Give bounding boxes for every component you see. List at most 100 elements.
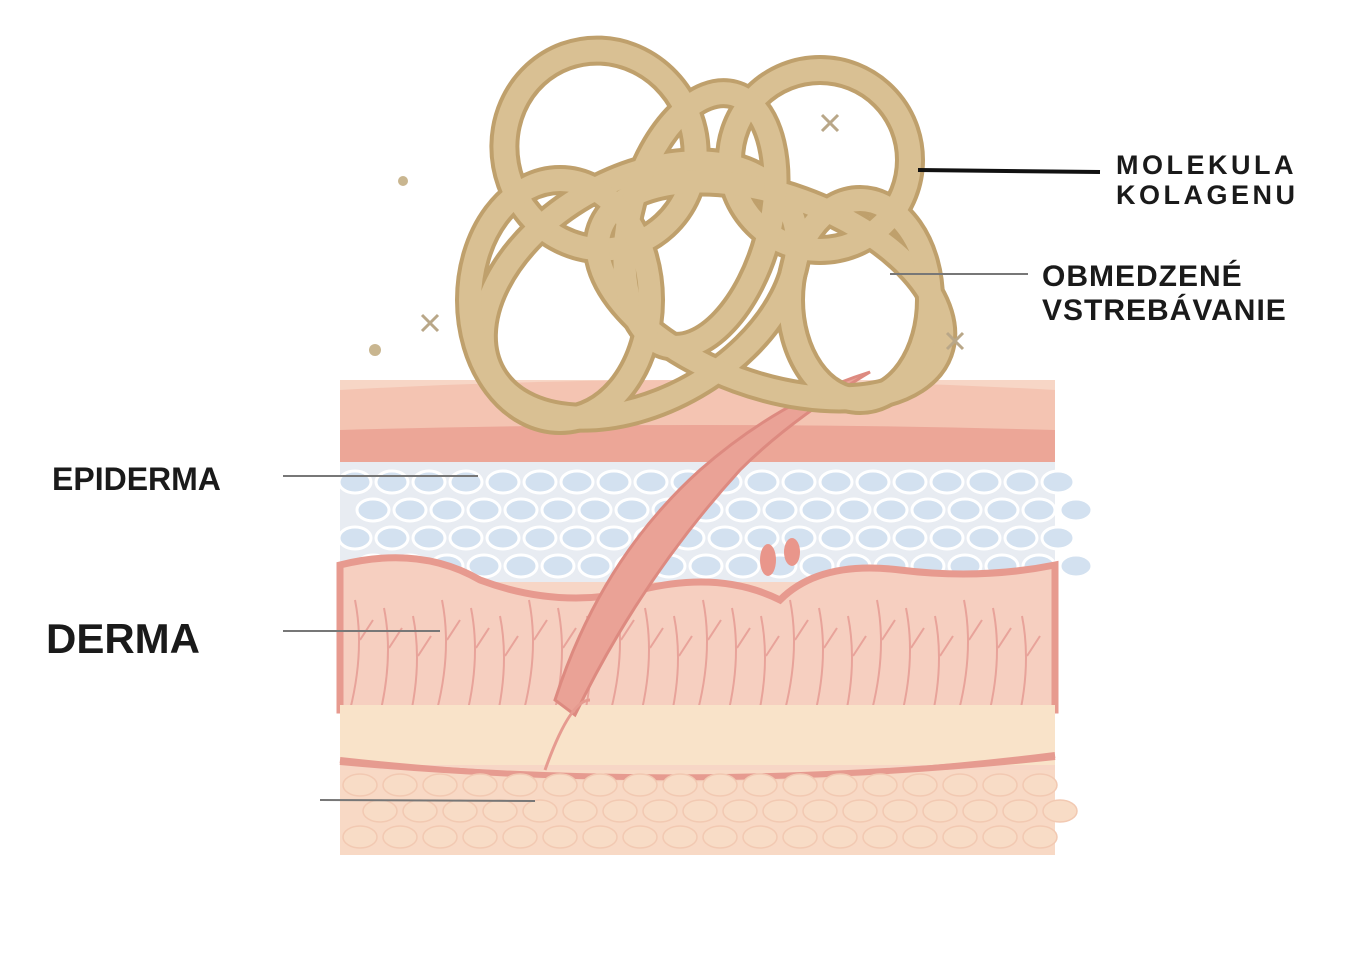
- fat-cell: [1042, 799, 1078, 823]
- epidermis-cell: [781, 469, 817, 495]
- fat-cell: [702, 825, 738, 849]
- fat-cell: [782, 825, 818, 849]
- fat-cell: [942, 825, 978, 849]
- epidermis-cell: [966, 525, 1002, 551]
- fat-layer: [340, 705, 1055, 765]
- epidermis-cell: [355, 497, 391, 523]
- epidermis-cell: [392, 497, 428, 523]
- fat-cell: [462, 773, 498, 797]
- leader-lines: [283, 168, 1101, 802]
- dermis-fiber: [523, 599, 548, 711]
- fat-cell: [782, 773, 818, 797]
- epidermis-cell: [855, 469, 891, 495]
- fat-cell: [662, 773, 698, 797]
- epidermis-cell: [411, 525, 447, 551]
- decorations: [369, 113, 965, 356]
- fat-cell: [742, 773, 778, 797]
- collagen-molecule: [455, 35, 958, 435]
- epidermis-cell: [540, 553, 576, 579]
- fat-cell: [902, 825, 938, 849]
- epidermis-cell: [892, 469, 928, 495]
- cross-icon: [820, 113, 840, 133]
- epidermis-cell: [577, 553, 613, 579]
- epidermis-cell: [429, 497, 465, 523]
- epidermis-cell: [1040, 469, 1076, 495]
- epidermis-cell: [485, 469, 521, 495]
- fat-cell: [722, 799, 758, 823]
- fat-cell: [362, 799, 398, 823]
- fat-cell: [582, 773, 618, 797]
- fat-cell: [822, 773, 858, 797]
- epidermis-cell: [744, 525, 780, 551]
- fat-cell: [842, 799, 878, 823]
- fat-cell: [542, 825, 578, 849]
- epidermis-cell: [744, 469, 780, 495]
- epidermis-cell: [1021, 497, 1057, 523]
- fat-cell: [742, 825, 778, 849]
- fat-cell: [422, 773, 458, 797]
- skin-cross-section: [336, 370, 1094, 855]
- fat-cell: [1002, 799, 1038, 823]
- epidermis-cell: [374, 469, 410, 495]
- epidermis-cell: [910, 497, 946, 523]
- epidermis-cell: [633, 469, 669, 495]
- dermis-fiber: [871, 599, 896, 711]
- epidermis-cell: [966, 469, 1002, 495]
- fat-cell: [342, 825, 378, 849]
- epidermis-cell: [503, 553, 539, 579]
- epidermis-cell: [818, 469, 854, 495]
- epidermis-cell: [929, 469, 965, 495]
- epidermis-cell: [374, 525, 410, 551]
- epidermis-cell: [1058, 553, 1094, 579]
- epidermis-cell: [873, 497, 909, 523]
- fat-cell: [422, 825, 458, 849]
- cross-icon: [420, 313, 440, 333]
- epidermis-cell: [411, 469, 447, 495]
- fat-cell: [642, 799, 678, 823]
- fat-cell: [402, 799, 438, 823]
- fat-cell: [762, 799, 798, 823]
- fat-cell: [462, 825, 498, 849]
- epidermis-cell: [540, 497, 576, 523]
- absorption-label-line1: OBMEDZENÉ: [1042, 260, 1243, 293]
- epidermis-cell: [522, 469, 558, 495]
- epidermis-label: EPIDERMA: [52, 461, 221, 497]
- fat-cell: [502, 825, 538, 849]
- dermis-fiber: [697, 599, 722, 711]
- fat-cell: [482, 799, 518, 823]
- fat-cell: [982, 825, 1018, 849]
- fat-cell: [1022, 773, 1058, 797]
- epidermis-cell: [947, 497, 983, 523]
- epidermis-cell: [688, 553, 724, 579]
- dermis-label: DERMA: [46, 615, 200, 662]
- epidermis-cell: [503, 497, 539, 523]
- collagen-label-line2: KOLAGENU: [1116, 180, 1299, 211]
- epidermis-cell: [559, 469, 595, 495]
- epidermis-cell: [448, 525, 484, 551]
- epidermis-cell: [485, 525, 521, 551]
- fat-cell: [622, 773, 658, 797]
- fat-cell: [562, 799, 598, 823]
- epidermis-cell: [707, 525, 743, 551]
- fat-cell: [1022, 825, 1058, 849]
- epidermis-cell: [596, 525, 632, 551]
- fat-cell: [862, 773, 898, 797]
- fat-cell: [342, 773, 378, 797]
- fat-cell: [802, 799, 838, 823]
- epidermis-cell: [1003, 469, 1039, 495]
- fat-cell: [962, 799, 998, 823]
- absorption-label-line2: VSTREBÁVANIE: [1042, 293, 1287, 327]
- epidermis-cells: [337, 469, 1094, 579]
- dermis-fiber: [958, 599, 983, 711]
- epidermis-cell: [614, 497, 650, 523]
- fat-cell: [622, 825, 658, 849]
- epidermis-cell: [892, 525, 928, 551]
- fat-cell: [682, 799, 718, 823]
- collagen-label: MOLEKULA KOLAGENU: [1116, 150, 1299, 210]
- hair-follicle: [553, 370, 871, 718]
- fat-cell: [942, 773, 978, 797]
- epidermis-cell: [818, 525, 854, 551]
- dermis-fiber: [436, 599, 461, 711]
- fat-cell: [442, 799, 478, 823]
- fat-cells: [342, 773, 1078, 849]
